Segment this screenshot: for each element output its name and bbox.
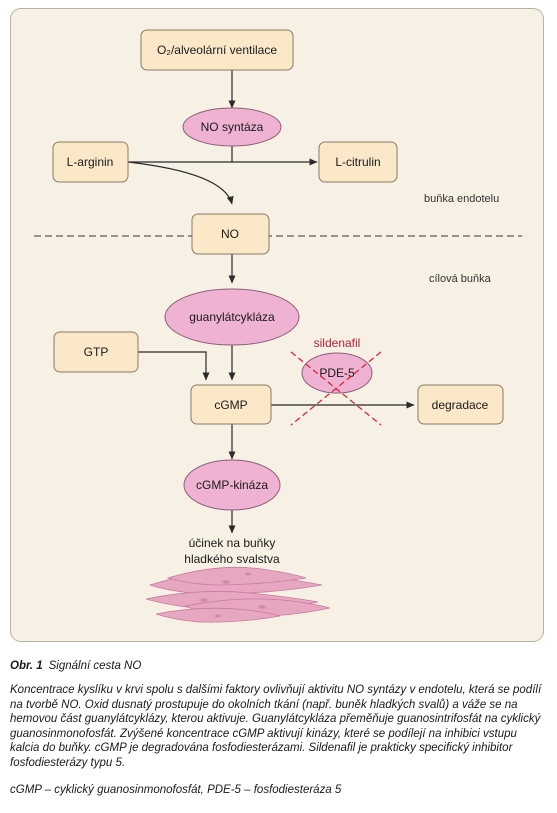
l-arginine-label: L-arginin <box>67 155 114 169</box>
arrow-arginine-to-no <box>127 161 234 205</box>
smooth-muscle-cells-illustration <box>145 566 331 623</box>
arrow-gtp-to-cgmp <box>138 351 210 381</box>
sildenafil-label: sildenafil <box>314 336 361 350</box>
l-citrulline-box: L-citrulin <box>318 141 398 183</box>
pde5-enzyme: PDE-5 <box>301 352 373 394</box>
label-endothelial-cell: buňka endotelu <box>424 193 499 205</box>
label-target-cell: cílová buňka <box>429 273 492 285</box>
pde5-label: PDE-5 <box>319 366 355 380</box>
cgmp-kinase-label: cGMP-kináza <box>196 478 268 492</box>
o2-ventilation-label: O₂/alveolární ventilace <box>157 43 277 57</box>
no-box: NO <box>191 213 270 255</box>
l-arginine-box: L-arginin <box>52 141 129 183</box>
no-synthase-label: NO syntáza <box>201 120 264 134</box>
no-synthase-enzyme: NO syntáza <box>182 107 282 147</box>
degradation-label: degradace <box>432 398 489 412</box>
figure-title: Signální cesta NO <box>48 660 142 672</box>
gtp-label: GTP <box>84 345 109 359</box>
cgmp-kinase-enzyme: cGMP-kináza <box>183 459 281 511</box>
guanylate-cyclase-enzyme: guanylátcykláza <box>164 288 300 346</box>
figure-number: Obr. 1 <box>10 660 43 672</box>
guanylate-cyclase-label: guanylátcykláza <box>189 310 275 324</box>
degradation-box: degradace <box>417 384 504 425</box>
figure-caption-title: Obr. 1 Signální cesta NO <box>10 659 546 674</box>
o2-ventilation-box: O₂/alveolární ventilace <box>140 29 294 71</box>
no-signaling-diagram: buňka endotelu cílová buňka O₂/alveolárn… <box>34 29 522 623</box>
cgmp-label: cGMP <box>214 398 247 412</box>
sildenafil-inhibition-cross <box>290 351 382 426</box>
figure-caption-body: Koncentrace kyslíku v krvi spolu s další… <box>10 684 542 769</box>
effect-label-line2: hladkého svalstva <box>184 552 280 566</box>
effect-label-line1: účinek na buňky <box>189 536 276 550</box>
figure-caption-abbreviations: cGMP – cyklický guanosinmonofosfát, PDE-… <box>10 784 342 796</box>
l-citrulline-label: L-citrulin <box>335 155 380 169</box>
connectors <box>127 70 415 534</box>
gtp-box: GTP <box>53 331 139 373</box>
no-label: NO <box>221 227 239 241</box>
cgmp-box: cGMP <box>190 384 272 425</box>
